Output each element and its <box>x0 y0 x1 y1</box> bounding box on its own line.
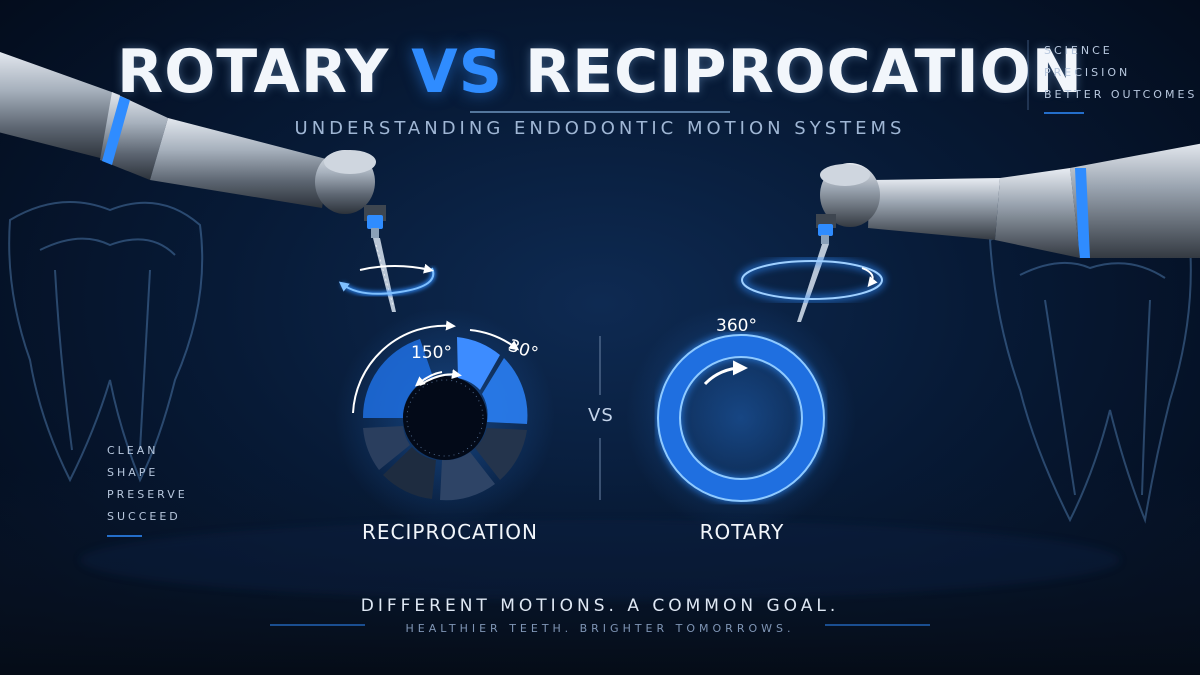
dental-handpiece-icon <box>816 143 1200 258</box>
title-vs: VS <box>411 37 503 107</box>
side-top-item: BETTER OUTCOMES <box>1044 88 1198 101</box>
rotary-label: ROTARY <box>699 520 785 544</box>
side-list-left: CLEAN SHAPE PRESERVE SUCCEED <box>107 440 188 528</box>
rotation-arrow-icon <box>739 258 885 302</box>
title-reciprocation: RECIPROCATION <box>524 37 1083 107</box>
side-left-item: CLEAN <box>107 444 159 457</box>
center-vs-label: VS <box>588 405 614 426</box>
side-left-item: PRESERVE <box>107 488 188 501</box>
page-subtitle: UNDERSTANDING ENDODONTIC MOTION SYSTEMS <box>294 118 906 139</box>
footer-subtagline: HEALTHIER TEETH. BRIGHTER TOMORROWS. <box>405 622 795 635</box>
side-left-item: SHAPE <box>107 466 159 479</box>
endodontic-file-icon <box>373 238 396 312</box>
reciprocation-label: RECIPROCATION <box>361 520 538 544</box>
angle-360-label: 360° <box>716 316 757 336</box>
footer-tagline: DIFFERENT MOTIONS. A COMMON GOAL. <box>360 596 840 616</box>
side-top-item: SCIENCE <box>1044 44 1113 57</box>
endodontic-file-icon <box>797 244 829 322</box>
side-left-item: SUCCEED <box>107 510 181 523</box>
angle-150-label: 150° <box>411 343 452 363</box>
dental-handpiece-icon <box>0 52 386 238</box>
rotation-arrow-icon <box>338 263 436 296</box>
page-title: ROTARY VS RECIPROCATION <box>0 36 1200 108</box>
reciprocation-dial <box>335 308 555 528</box>
tooth-xray-icon <box>8 201 204 483</box>
side-top-item: PRECISION <box>1044 66 1131 79</box>
side-list-top: SCIENCE PRECISION BETTER OUTCOMES <box>1044 40 1197 106</box>
title-rotary: ROTARY <box>117 37 390 107</box>
rotary-dial <box>626 303 856 533</box>
